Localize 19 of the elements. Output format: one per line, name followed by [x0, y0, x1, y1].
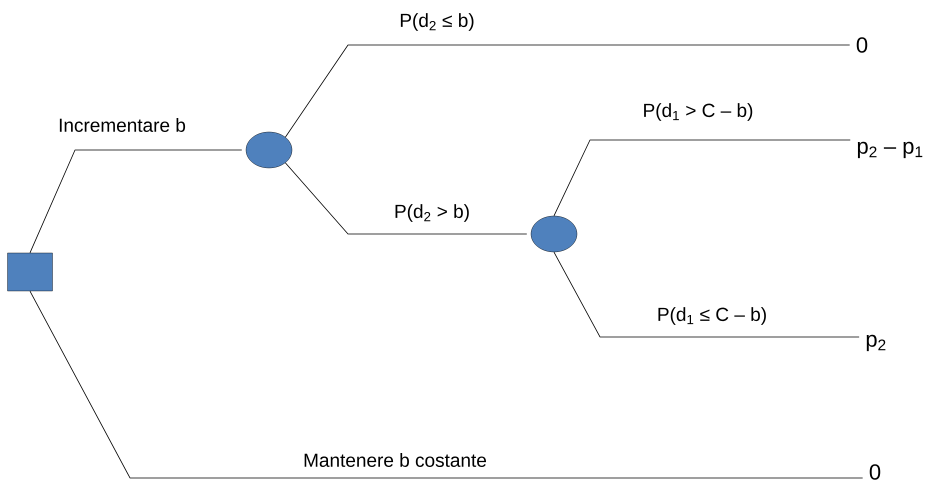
edge-label: P(d$_{2}$ > b): [396, 204, 469, 222]
branch-line: [554, 252, 860, 338]
chance-circle: [530, 216, 578, 252]
edge-label: P(d$_{1}$ ≤ C – b): [658, 307, 766, 325]
branch-line: [285, 44, 850, 138]
outcome-value: p$_{2}$ – p$_{1}$: [858, 142, 922, 158]
chance-circle: [246, 132, 292, 168]
branch-line: [285, 162, 528, 234]
edge-label: Mantenere b costante: [304, 453, 486, 467]
decision-square: [7, 252, 53, 292]
branch-line: [554, 140, 851, 216]
branch-line: [30, 150, 242, 254]
branch-line: [30, 290, 864, 478]
edge-label: P(d$_{2}$ ≤ b): [400, 13, 474, 31]
outcome-value: 0: [856, 37, 868, 53]
edge-label: Incrementare b: [60, 118, 186, 132]
edge-label: P(d$_{1}$ > C – b): [644, 103, 752, 121]
outcome-value: p$_{2}$: [866, 334, 886, 352]
outcome-value: 0: [870, 464, 880, 480]
